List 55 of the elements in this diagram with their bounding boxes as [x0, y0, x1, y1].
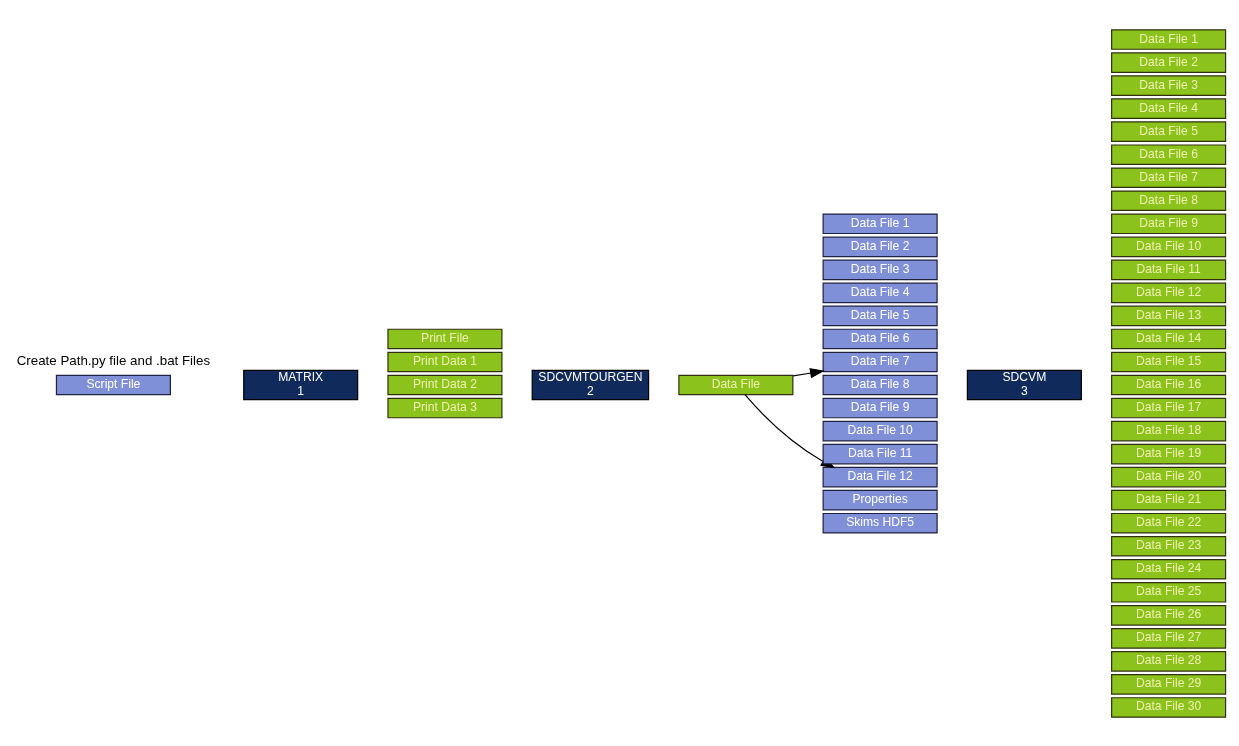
node-box: Data File 27: [1111, 627, 1227, 649]
label: Create Path.py file and .bat Files: [16, 352, 211, 368]
node-box: Data File 22: [1111, 512, 1227, 533]
node-box: Data File 16: [1111, 374, 1227, 395]
node-box: Data File 2: [822, 236, 938, 257]
node-box: Data File 6: [822, 328, 938, 349]
node-box: Data File 18: [1111, 420, 1227, 441]
node-box: Print Data 1: [387, 351, 503, 372]
node-box: Data File 14: [1111, 328, 1227, 349]
node-box: Data File 13: [1111, 305, 1227, 326]
node-box: Data File 23: [1111, 535, 1227, 557]
node-box: SDCVMTOURGEN 2: [531, 369, 650, 400]
node-box: Data File 1: [1111, 28, 1227, 50]
node-box: Print Data 3: [387, 397, 503, 418]
node-box: Data File: [678, 374, 794, 395]
node-box: Data File 8: [1111, 189, 1227, 211]
node-box: Data File 2: [1111, 51, 1227, 73]
node-box: MATRIX 1: [243, 369, 359, 400]
node-box: Print File: [387, 328, 503, 349]
node-box: Data File 24: [1111, 558, 1227, 580]
node-box: Data File 5: [822, 305, 938, 326]
node-box: Data File 11: [822, 443, 938, 464]
node-box: Data File 8: [822, 374, 938, 395]
node-box: Data File 4: [1111, 97, 1227, 119]
node-box: Data File 9: [822, 397, 938, 418]
node-box: Data File 7: [822, 351, 938, 372]
node-box: Data File 3: [822, 259, 938, 280]
node-box: Data File 15: [1111, 351, 1227, 372]
node-box: Data File 26: [1111, 604, 1227, 626]
node-box: Data File 30: [1111, 696, 1227, 718]
node-box: Properties: [822, 489, 938, 510]
node-box: Data File 5: [1111, 120, 1227, 142]
node-box: Data File 28: [1111, 650, 1227, 672]
node-box: Data File 4: [822, 282, 938, 303]
node-box: Data File 9: [1111, 213, 1227, 234]
arrow: [792, 367, 825, 378]
node-box: Data File 17: [1111, 397, 1227, 418]
node-box: Script File: [55, 374, 171, 395]
node-box: Skims HDF5: [822, 512, 938, 533]
node-box: Data File 19: [1111, 443, 1227, 464]
node-box: Data File 10: [822, 420, 938, 441]
node-box: SDCVM 3: [966, 369, 1082, 400]
node-box: Data File 12: [822, 466, 938, 487]
node-box: Data File 10: [1111, 236, 1227, 257]
node-box: Data File 25: [1111, 581, 1227, 603]
node-box: Data File 11: [1111, 259, 1227, 280]
node-box: Data File 29: [1111, 673, 1227, 695]
node-box: Data File 7: [1111, 166, 1227, 188]
node-box: Data File 1: [822, 213, 938, 234]
node-box: Data File 20: [1111, 466, 1227, 487]
node-box: Data File 6: [1111, 143, 1227, 165]
node-box: Data File 12: [1111, 282, 1227, 303]
node-box: Print Data 2: [387, 374, 503, 395]
node-box: Data File 3: [1111, 74, 1227, 96]
node-box: Data File 21: [1111, 489, 1227, 510]
